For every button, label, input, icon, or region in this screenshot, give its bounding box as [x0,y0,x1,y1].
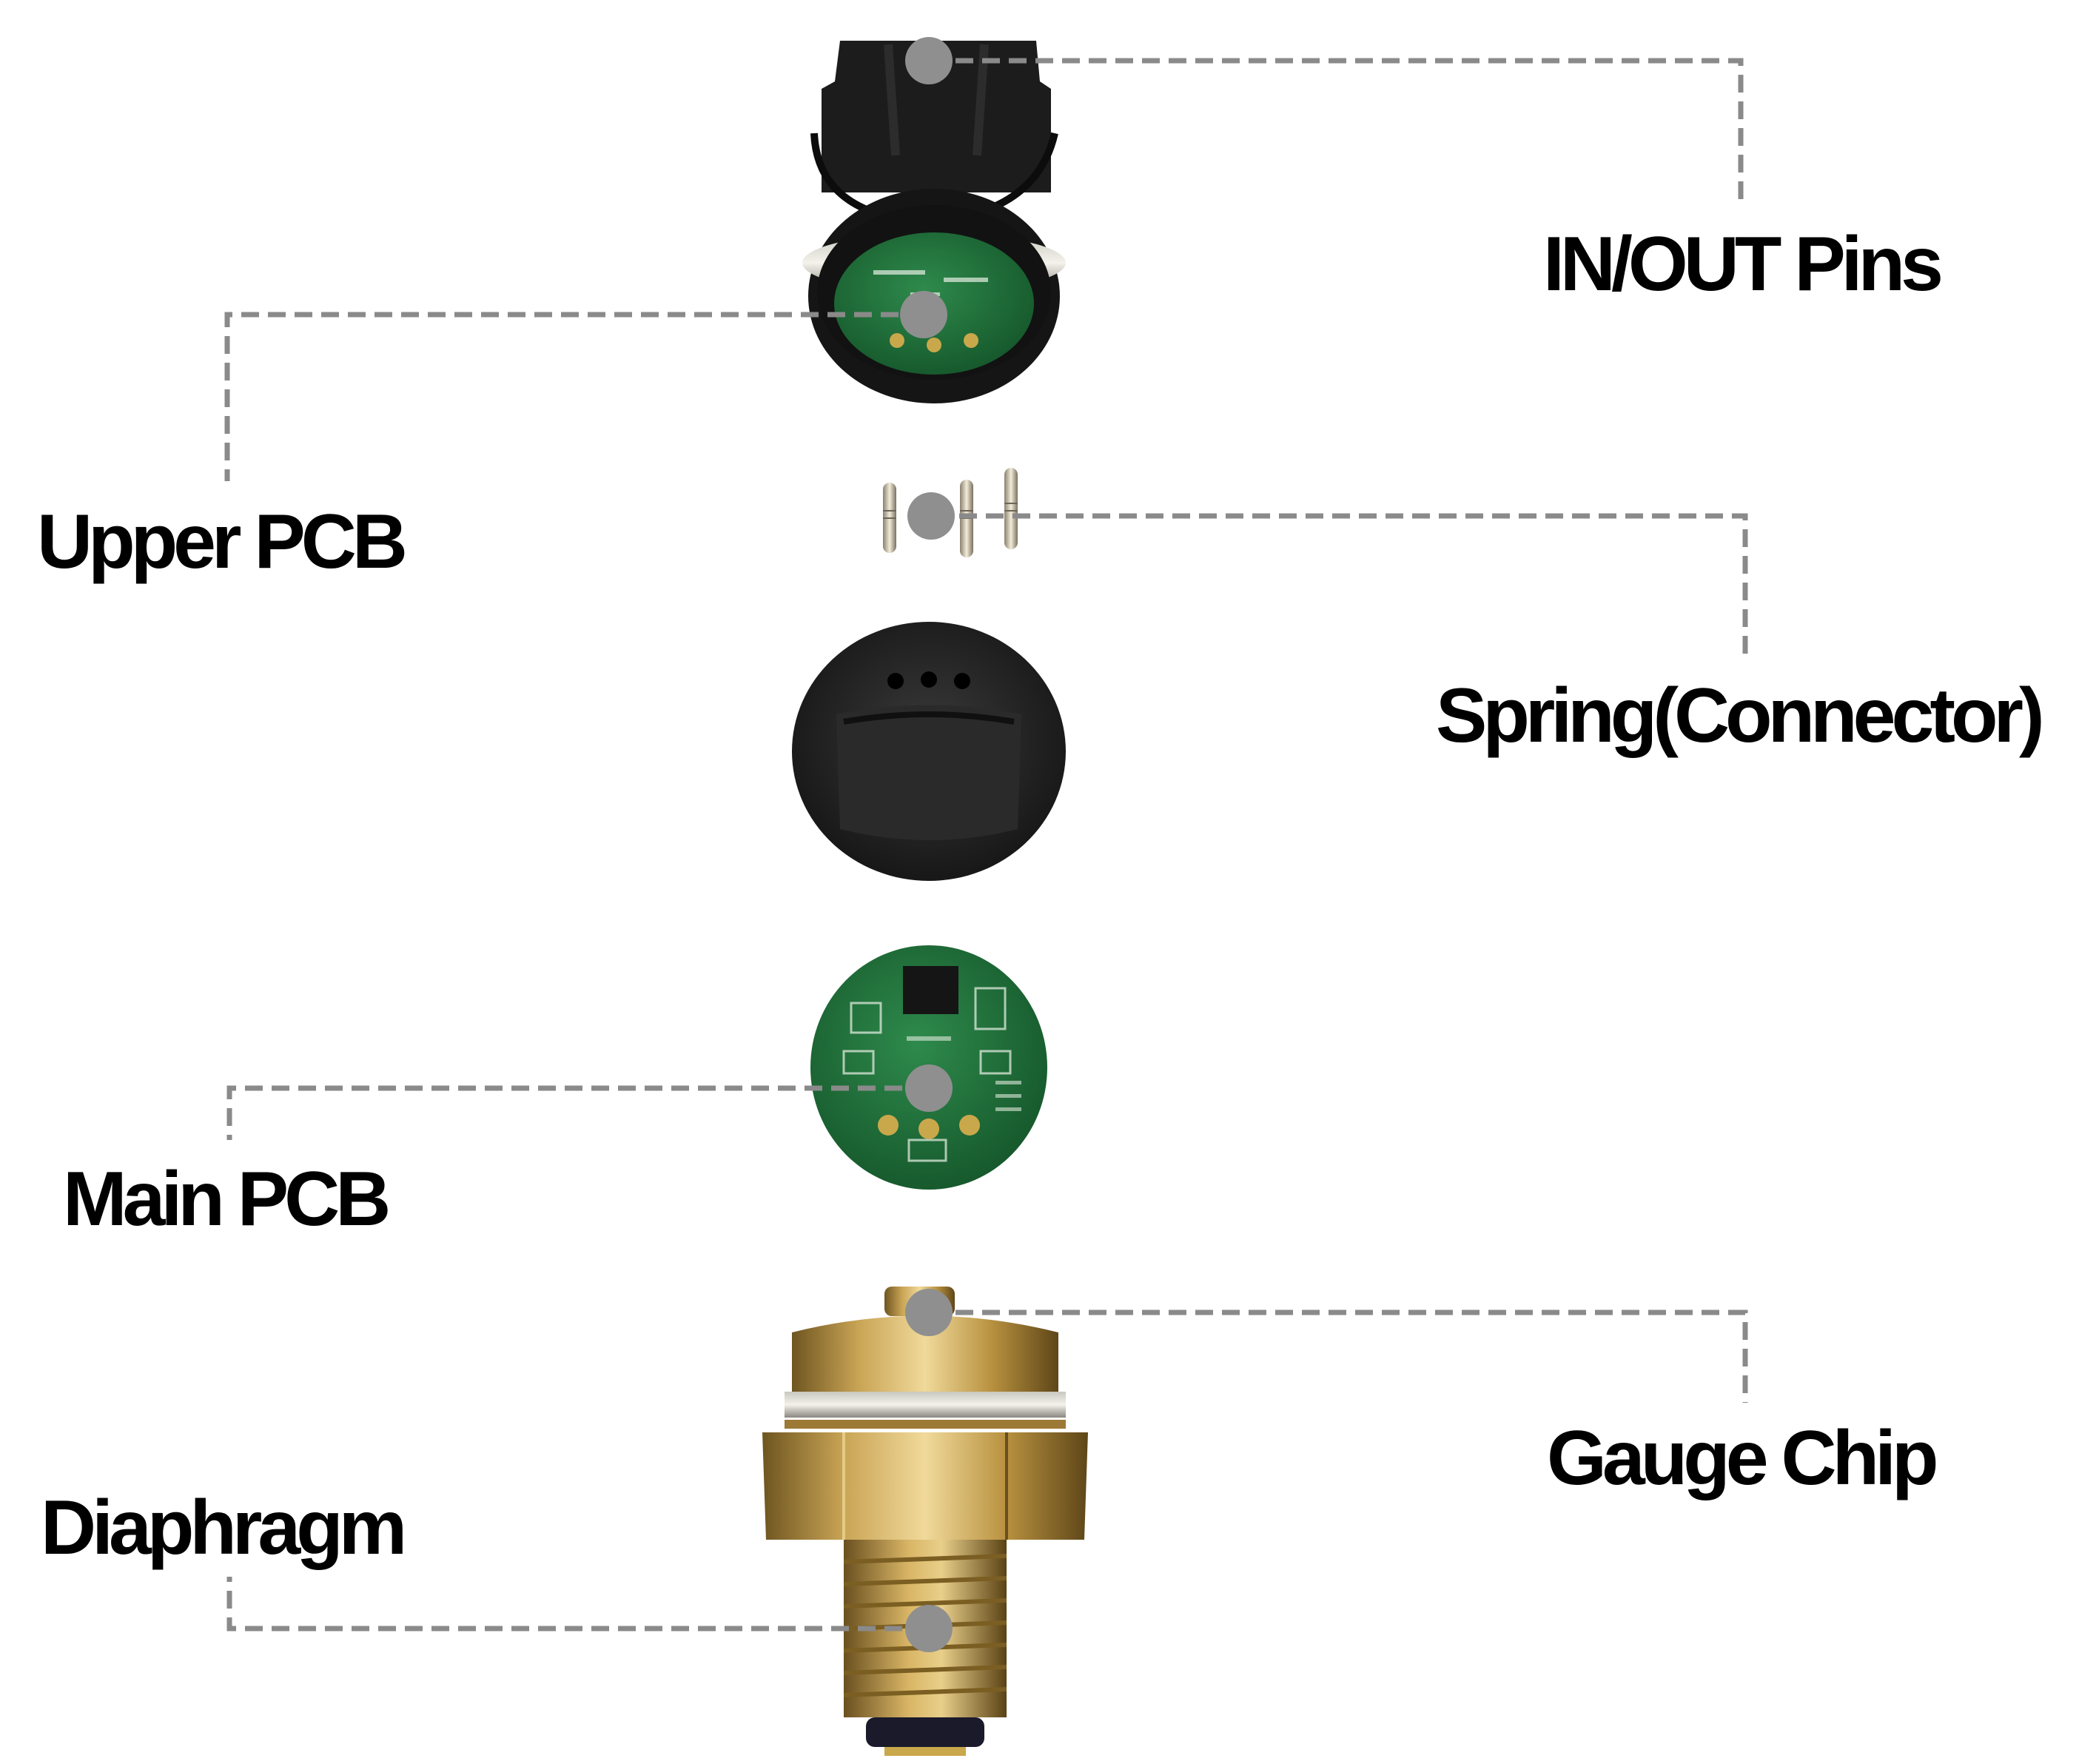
spring-connectors [883,468,1018,557]
marker-dot-in-out-pins [905,37,953,84]
marker-dots [900,37,955,1652]
leader-line-in-out-pins [929,58,1744,204]
marker-dot-main-pcb [905,1064,953,1112]
label-diaphragm: Diaphragm [41,1485,407,1571]
leader-line-diaphragm [226,1577,929,1631]
leader-line-spring-connector [933,513,1748,655]
label-main-pcb: Main PCB [63,1156,391,1242]
marker-dot-gauge-chip [905,1289,953,1336]
label-upper-pcb: Upper PCB [37,499,408,585]
leader-line-gauge-chip [929,1309,1748,1403]
marker-dot-spring-connector [907,492,955,540]
label-spring-connector: Spring(Connector) [1436,673,2045,759]
label-gauge-chip: Gauge Chip [1547,1415,1939,1501]
marker-dot-upper-pcb [900,291,947,338]
leader-lines [224,58,1748,1631]
spacer-cap [792,622,1066,881]
leader-line-main-pcb [226,1085,929,1140]
brass-pressure-port [762,1287,1088,1756]
label-in-out-pins: IN/OUT Pins [1543,221,1944,307]
marker-dot-diaphragm [905,1605,953,1652]
connector-housing-assembly [802,41,1066,403]
leader-line-upper-pcb [224,312,925,481]
